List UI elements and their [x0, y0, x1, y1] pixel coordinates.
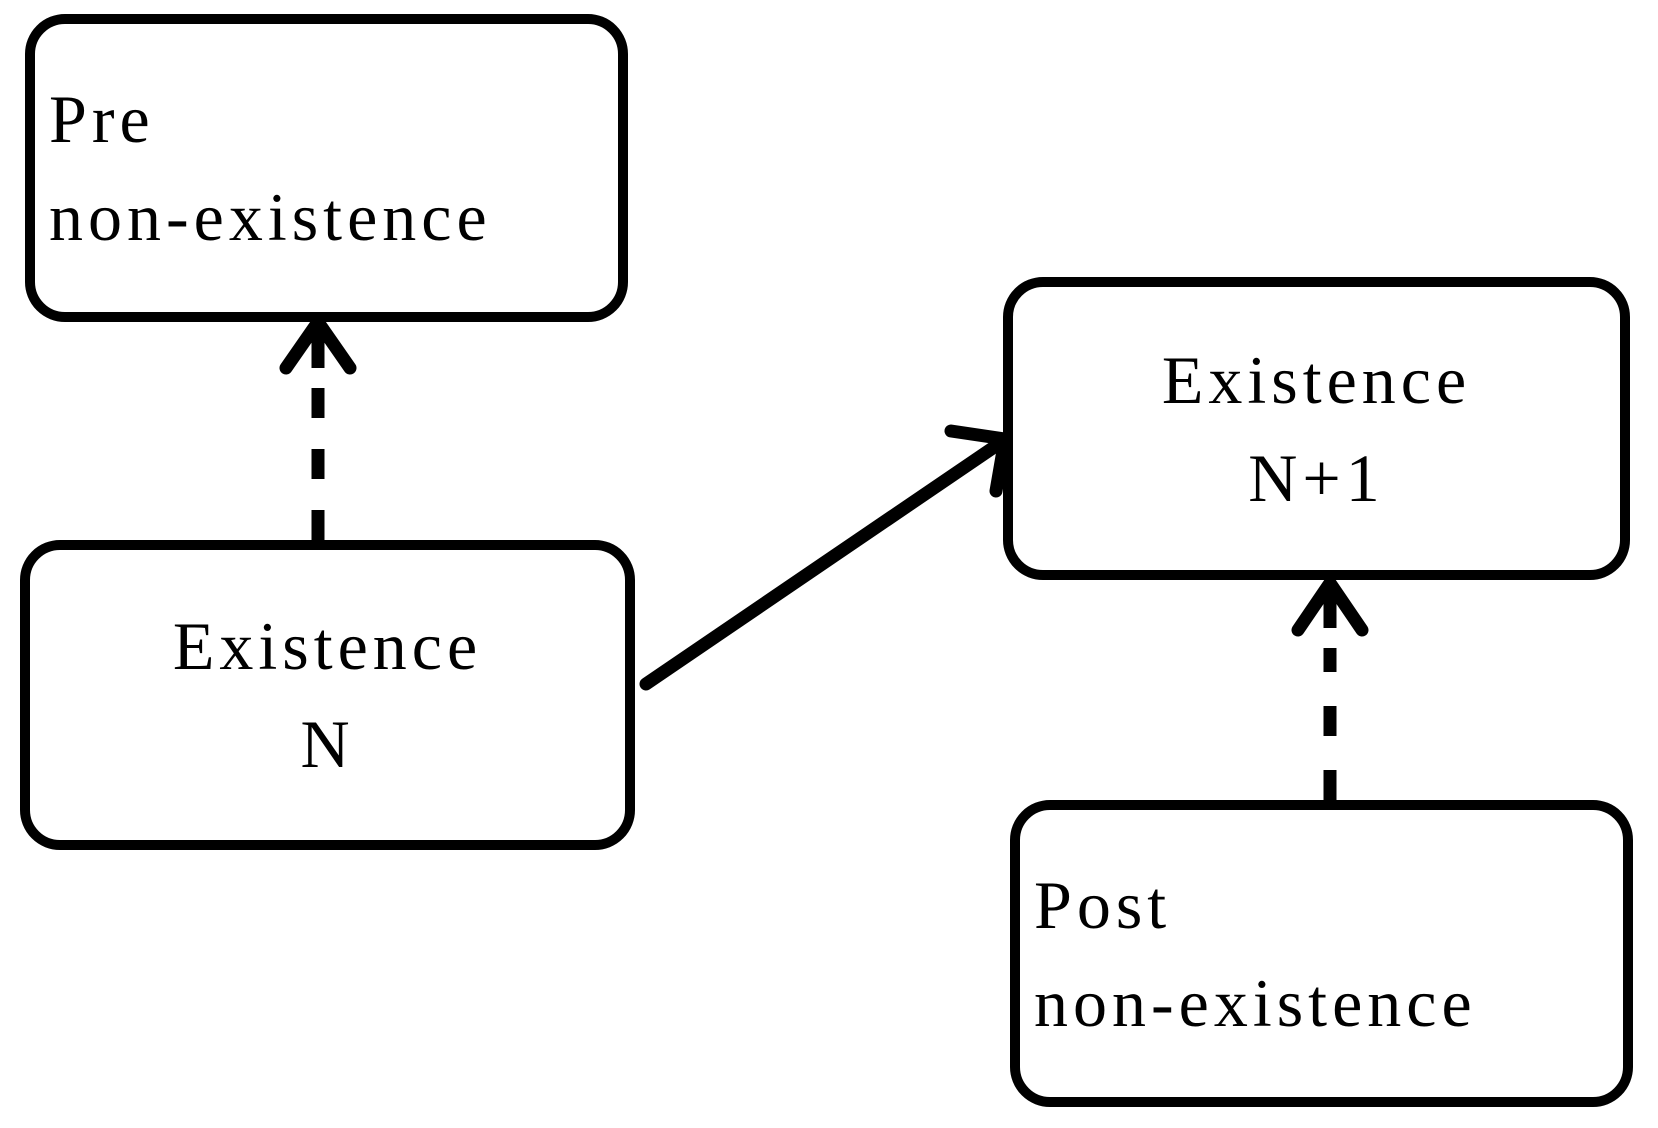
box-post-non-existence: Post non-existence: [1010, 800, 1633, 1107]
box-line: non-existence: [1034, 964, 1477, 1041]
box-line: Pre: [49, 81, 155, 157]
box-line: Existence: [1161, 341, 1472, 418]
dashed-arrow-existence-n-to-pre-icon: [279, 315, 357, 540]
solid-arrow-existence-n-to-existence-n-plus-1-icon: [639, 424, 1012, 691]
box-existence-n-plus-1: Existence N+1: [1003, 277, 1630, 580]
box-pre-non-existence: Pre non-existence: [25, 14, 628, 322]
dashed-arrow-post-to-existence-n-plus-1-icon: [1291, 576, 1369, 800]
box-existence-n: Existence N: [20, 540, 635, 850]
box-line: N: [300, 706, 355, 782]
box-line: Post: [1034, 866, 1172, 943]
box-line: Existence: [172, 608, 483, 684]
box-line: non-existence: [49, 179, 492, 255]
box-line: N+1: [1248, 439, 1385, 516]
